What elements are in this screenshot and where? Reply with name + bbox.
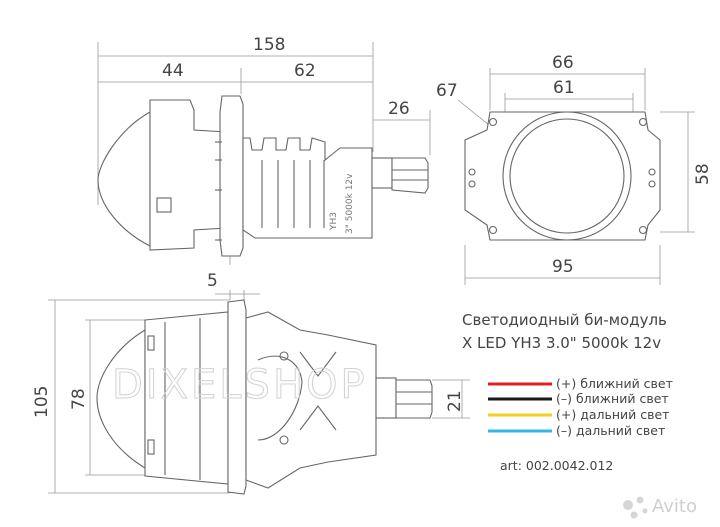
lens-dome-bottom xyxy=(96,329,146,469)
heatsink xyxy=(242,137,373,239)
connector-block xyxy=(371,157,393,189)
device-spec-label: 3" 5000k 12v xyxy=(345,173,355,234)
dim-44-label: 44 xyxy=(162,61,184,81)
dim-5-label: 5 xyxy=(207,271,218,291)
lens-housing xyxy=(149,99,227,251)
dim-158-label: 158 xyxy=(253,35,285,55)
tail-plug xyxy=(395,379,433,419)
device-label-yh3: YH3 xyxy=(329,212,339,231)
housing-notch xyxy=(156,197,172,213)
avito-text: Avito xyxy=(652,496,697,517)
dim-62-label: 62 xyxy=(294,61,316,81)
legend-label-2: (–) ближний свет xyxy=(556,391,669,406)
mounting-flange xyxy=(219,95,244,257)
x-logo xyxy=(299,351,337,431)
dim-58-label: 58 xyxy=(693,163,713,185)
dim-21-label: 21 xyxy=(445,390,465,412)
dim-78-label: 78 xyxy=(69,388,89,410)
watermark-text: DIXELSHOP xyxy=(112,362,368,408)
mounting-flange-bottom xyxy=(227,299,247,495)
article-number: art: 002.0042.012 xyxy=(500,458,613,473)
front-lens xyxy=(509,118,625,234)
side-view-bottom: 5 105 78 21 xyxy=(32,271,470,495)
dim-61-label: 61 xyxy=(553,78,575,98)
dim-67-label: 67 xyxy=(436,81,458,101)
tail-block xyxy=(375,377,397,419)
legend-label-1: (+) ближний свет xyxy=(556,376,673,391)
dim-66-label: 66 xyxy=(552,53,574,73)
dim-105-label: 105 xyxy=(32,386,52,418)
title-line-2: X LED YH3 3.0" 5000k 12v xyxy=(462,334,661,352)
dim-95-label: 95 xyxy=(552,257,574,277)
side-view-top: 158 44 62 26 YH3 3" 5000k 12v xyxy=(97,35,431,265)
dim-26-label: 26 xyxy=(388,99,410,119)
connector-plug xyxy=(391,157,429,194)
wire-legend: (+) ближний свет (–) ближний свет (+) да… xyxy=(488,376,673,438)
legend-label-3: (+) дальний свет xyxy=(556,407,669,422)
front-view: 66 61 67 58 95 xyxy=(436,53,713,285)
title-line-1: Светодиодный би-модуль xyxy=(462,311,667,329)
legend-label-4: (–) дальний свет xyxy=(556,423,665,438)
avito-logo: Avito xyxy=(623,496,697,519)
lens-dome xyxy=(97,111,151,247)
